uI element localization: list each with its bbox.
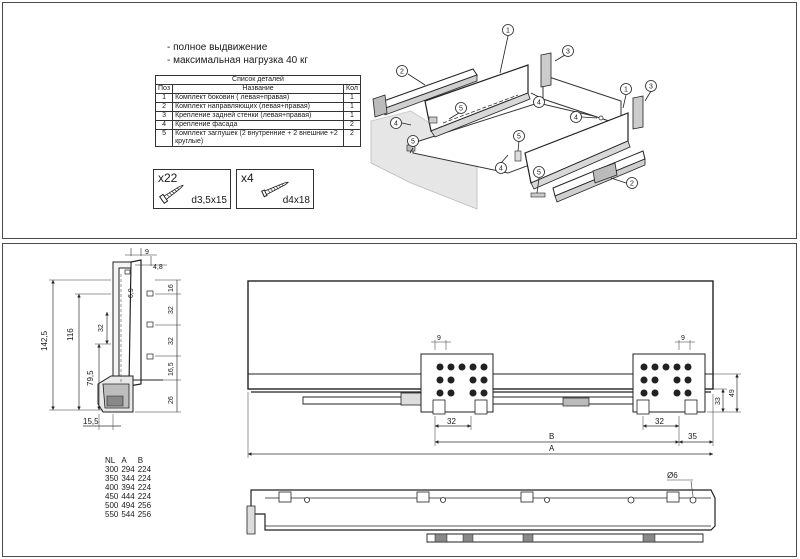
screw-size: d3,5x15 xyxy=(191,195,227,206)
part-qty: 2 xyxy=(343,129,361,147)
dim-left-32: 32 xyxy=(98,324,105,332)
dim-top-4-8: 4,8 xyxy=(153,264,163,271)
dim-116: 116 xyxy=(66,328,75,341)
dim-35: 35 xyxy=(688,432,697,441)
size-b: 224 xyxy=(137,465,152,474)
size-nl: 450 xyxy=(105,492,119,501)
screw-size: d4x18 xyxy=(282,195,310,206)
dim-79-5: 79,5 xyxy=(86,370,95,386)
dimension-drawings: 9 4,8 6,9 142,5 116 79,5 32 16 xyxy=(40,248,741,543)
side-section-view: 9 4,8 6,9 142,5 116 79,5 32 16 xyxy=(40,248,181,430)
callout-5: 5 xyxy=(517,134,521,141)
table-row: 5 Комплект заглушек (2 внутренние + 2 вн… xyxy=(154,129,361,147)
callout-3: 3 xyxy=(566,49,570,56)
size-a: 444 xyxy=(121,492,135,501)
dim-right-16-5: 16,5 xyxy=(168,362,175,376)
dim-top-9: 9 xyxy=(145,249,149,256)
dim-B: B xyxy=(549,432,554,441)
size-a: 344 xyxy=(121,474,135,483)
front-elevation-view: 9 9 33 49 32 32 35 B xyxy=(247,280,741,458)
callout-5: 5 xyxy=(537,170,541,177)
size-a: 544 xyxy=(121,510,135,519)
size-b: 224 xyxy=(137,483,152,492)
dim-right-32b: 32 xyxy=(168,337,175,345)
callout-1: 1 xyxy=(506,28,510,35)
callout-4: 4 xyxy=(394,121,398,128)
note-full-extension: - полное выдвижение xyxy=(167,42,268,53)
drawer-assembly-drawing: 1 1 2 2 3 3 4 4 4 4 5 5 5 5 xyxy=(370,24,657,210)
dim-A: A xyxy=(549,444,555,453)
part-pos: 5 xyxy=(154,129,174,147)
dim-6-9: 6,9 xyxy=(128,288,135,298)
callout-5: 5 xyxy=(459,106,463,113)
screw-count: x4 xyxy=(241,171,254,185)
size-a: 494 xyxy=(121,501,135,510)
size-a: 394 xyxy=(121,483,135,492)
dim-33: 33 xyxy=(715,397,722,405)
dim-right-16: 16 xyxy=(168,284,175,292)
size-header-nl: NL xyxy=(105,456,116,465)
callout-2: 2 xyxy=(630,181,634,188)
callout-5: 5 xyxy=(411,139,415,146)
size-nl: 400 xyxy=(105,483,119,492)
note-max-load: - максимальная нагрузка 40 кг xyxy=(167,55,309,66)
size-nl: 500 xyxy=(105,501,119,510)
dim-32-right: 32 xyxy=(655,417,664,426)
size-nl: 300 xyxy=(105,465,119,474)
dim-diameter-6: Ø6 xyxy=(667,471,678,480)
dim-49: 49 xyxy=(729,389,736,397)
callout-4: 4 xyxy=(537,100,541,107)
back-bracket-right xyxy=(632,95,644,130)
callout-4: 4 xyxy=(499,166,503,173)
size-header-b: B xyxy=(137,456,144,465)
size-a: 294 xyxy=(121,465,135,474)
dimensions-panel: 9 4,8 6,9 142,5 116 79,5 32 16 xyxy=(2,243,797,557)
dim-9-left: 9 xyxy=(437,335,441,342)
screw-count: x22 xyxy=(158,171,178,185)
back-bracket-left xyxy=(540,52,552,88)
rail-plan-view: Ø6 xyxy=(246,471,716,543)
size-b: 256 xyxy=(137,501,152,510)
size-b: 224 xyxy=(137,492,152,501)
parts-table: Список деталей Поз Название Кол 1 Компле… xyxy=(154,75,361,147)
dim-right-32a: 32 xyxy=(168,306,175,314)
size-header-a: A xyxy=(121,456,127,465)
dim-right-26: 26 xyxy=(168,396,175,404)
part-name: Комплект заглушек (2 внутренние + 2 внеш… xyxy=(172,129,344,147)
callout-2: 2 xyxy=(400,69,404,76)
dim-15-5: 15,5 xyxy=(83,417,99,426)
dim-142-5: 142,5 xyxy=(40,330,49,351)
dim-9-right: 9 xyxy=(681,335,685,342)
dim-32-left: 32 xyxy=(447,417,456,426)
callout-1: 1 xyxy=(624,87,628,94)
callout-3: 3 xyxy=(649,84,653,91)
size-nl: 350 xyxy=(105,474,119,483)
size-b: 256 xyxy=(137,510,152,519)
assembly-panel: - полное выдвижение - максимальная нагру… xyxy=(2,2,797,239)
callout-4: 4 xyxy=(574,115,578,122)
size-nl: 550 xyxy=(105,510,119,519)
size-b: 224 xyxy=(137,474,152,483)
